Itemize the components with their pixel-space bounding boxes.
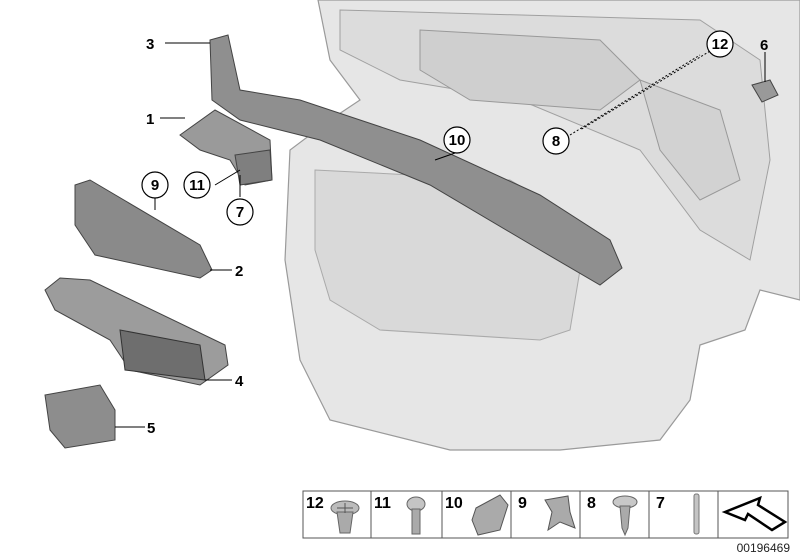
- part-6-bracket: [751, 79, 779, 103]
- leader-lines: [115, 42, 766, 428]
- callout-1: 1: [146, 111, 154, 128]
- expanding-nut-icon: [330, 500, 360, 534]
- callout-12: 12: [712, 36, 729, 53]
- callout-5: 5: [147, 420, 155, 437]
- table-cell-number: 8: [587, 495, 596, 512]
- table-cell-number: 12: [306, 495, 324, 512]
- part-1-handle: [179, 109, 273, 186]
- callout-8: 8: [552, 133, 560, 150]
- table-cell-number: 9: [518, 495, 527, 512]
- table-cell-number: 10: [445, 495, 463, 512]
- clip-icon: [471, 494, 509, 536]
- clamp-icon: [544, 495, 576, 532]
- callout-11: 11: [189, 177, 205, 194]
- callout-9: 9: [151, 177, 159, 194]
- part-2-cover: [74, 179, 213, 279]
- callout-7: 7: [236, 204, 244, 221]
- part-5-tray: [44, 384, 116, 449]
- callout-4: 4: [235, 373, 244, 390]
- table-cell-number: 11: [374, 495, 391, 512]
- diagram-id: 00196469: [736, 541, 790, 555]
- washer-screw-icon: [612, 495, 638, 537]
- circled-callouts: [141, 30, 734, 226]
- assembly-arrow-icon: [721, 495, 788, 532]
- table-cell-number: 7: [656, 495, 665, 512]
- part-3-trim-strip: [209, 34, 623, 286]
- part-4-switch-panel: [44, 277, 229, 386]
- screw-icon: [406, 496, 426, 535]
- pin-icon: [693, 493, 700, 535]
- callout-2: 2: [235, 263, 243, 280]
- callout-3: 3: [146, 36, 154, 53]
- parts-table: 12 11 10 9 8 7: [302, 490, 789, 539]
- callout-10: 10: [449, 132, 466, 149]
- callout-6: 6: [760, 37, 768, 54]
